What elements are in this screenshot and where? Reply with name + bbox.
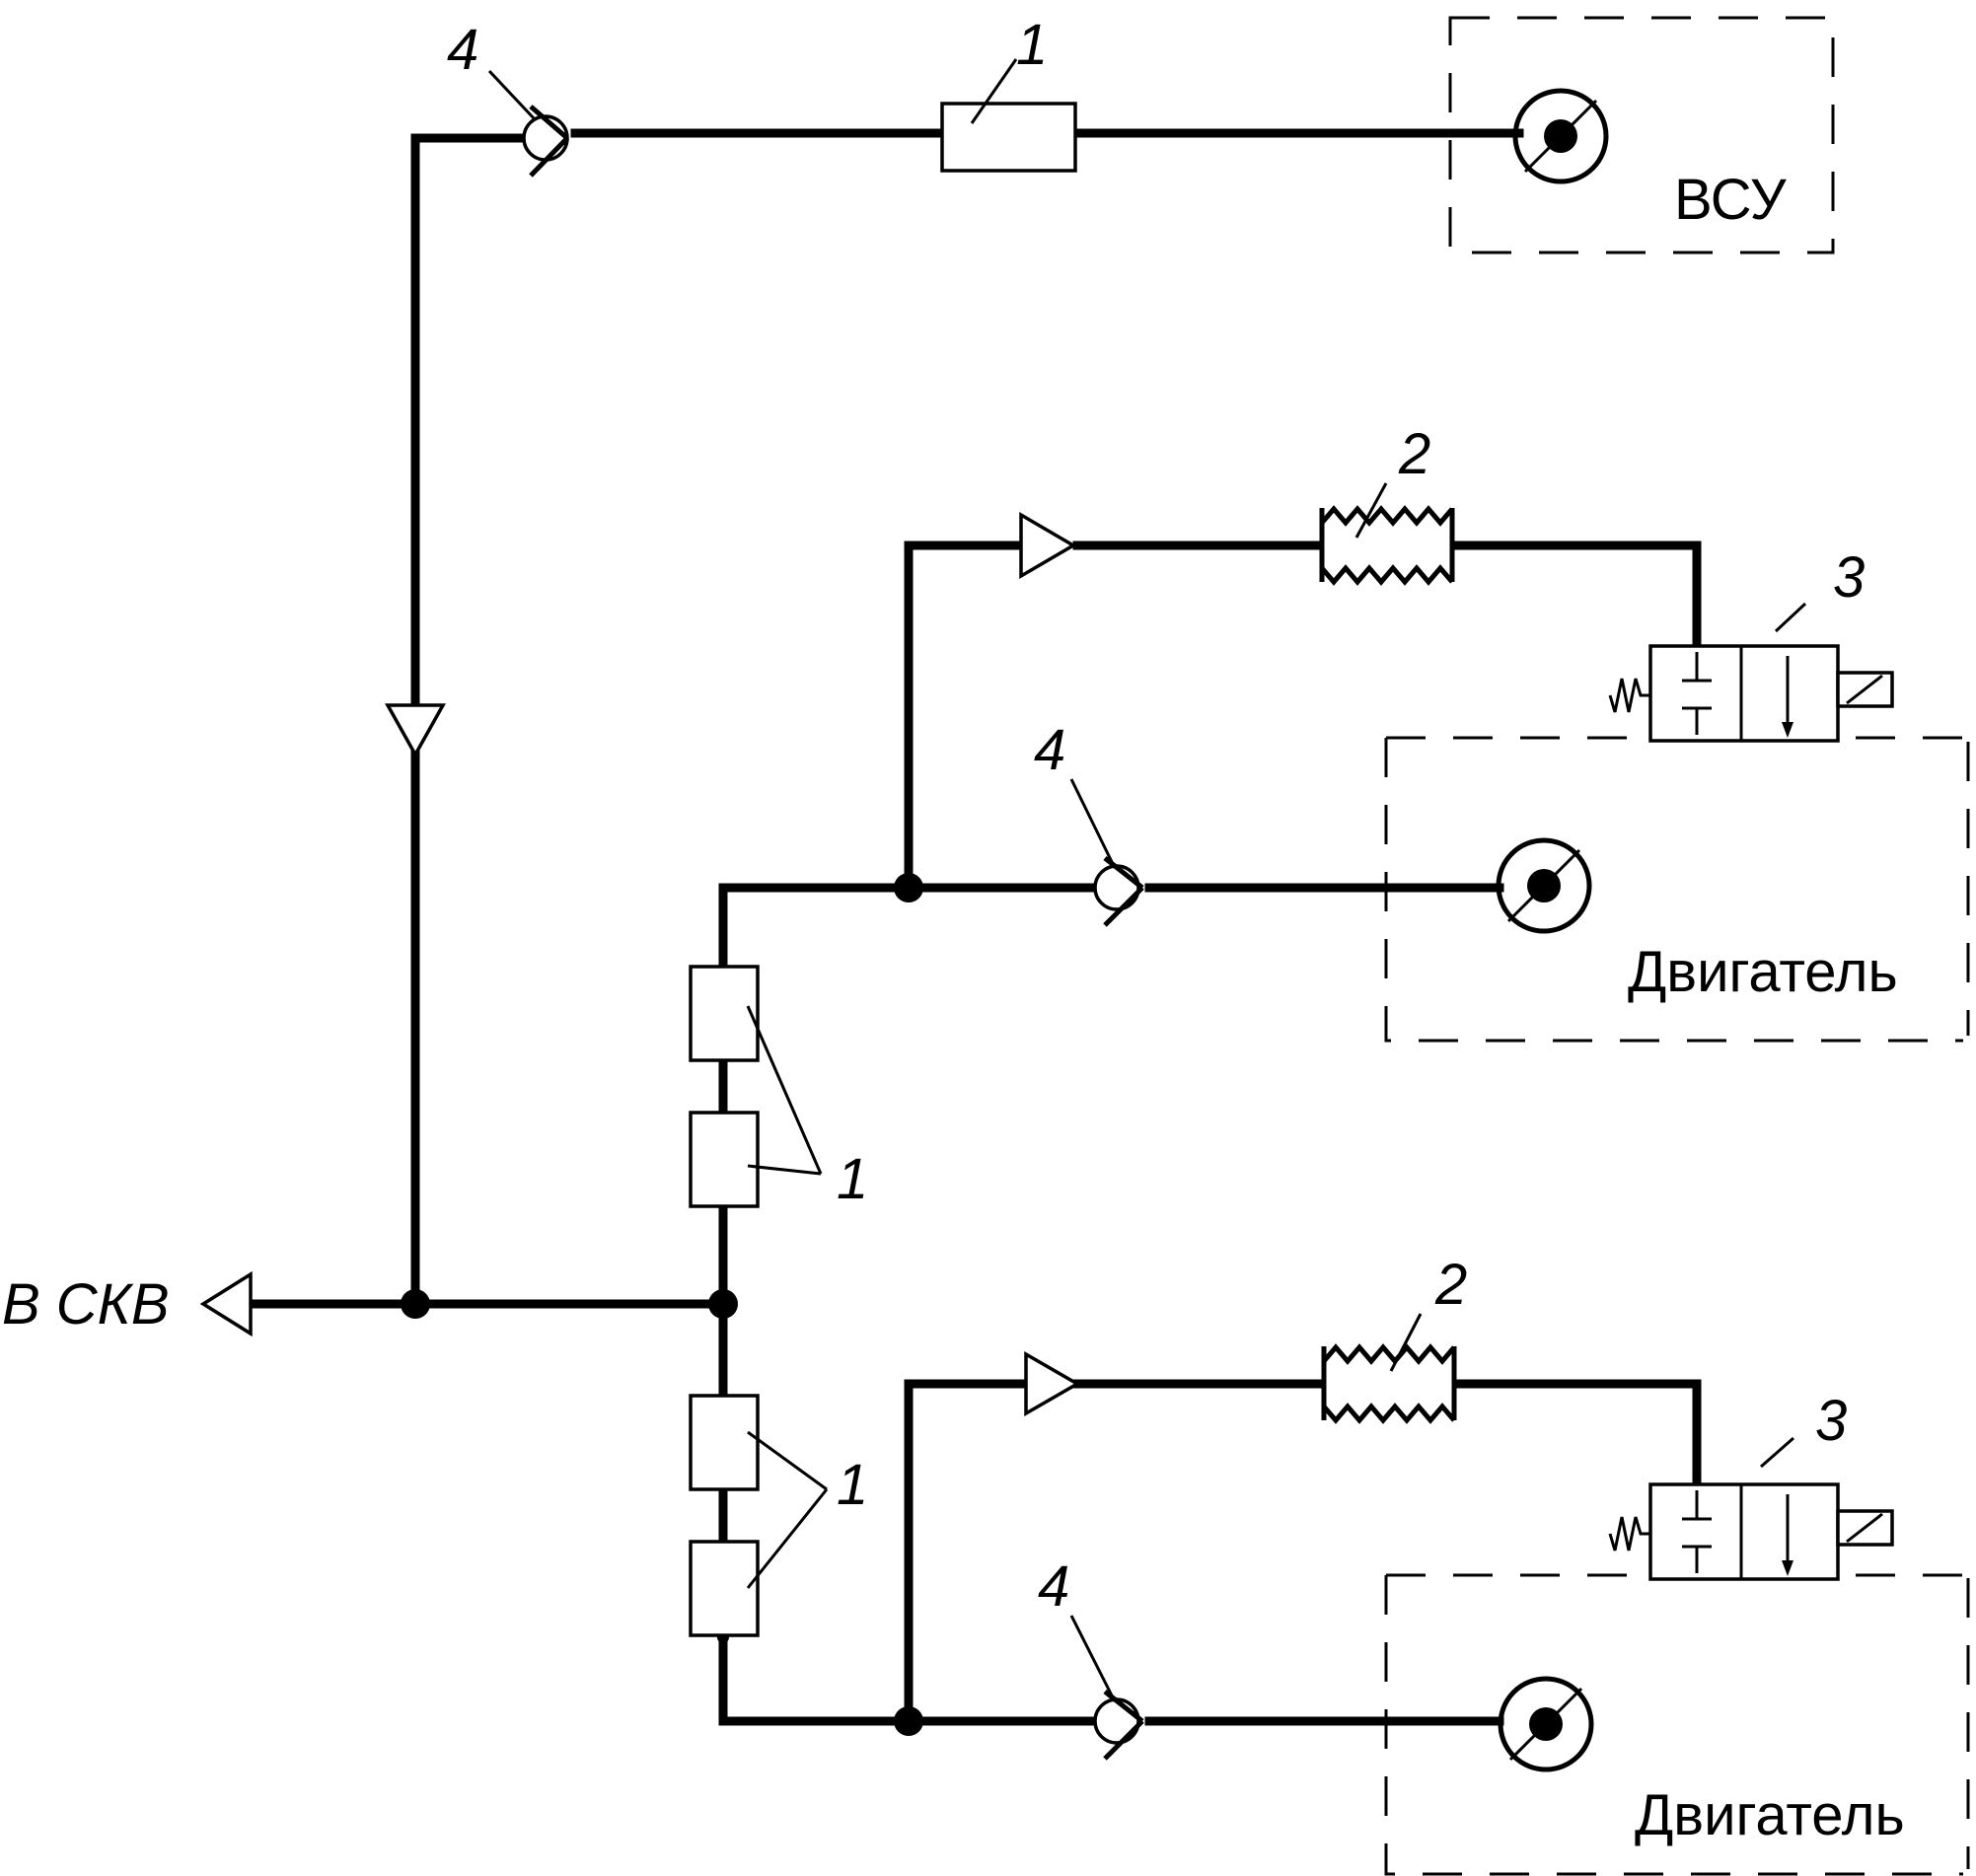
junction-node — [894, 873, 923, 902]
outlet-label: В СКВ — [2, 1272, 170, 1336]
item-number-1: 1 — [837, 1453, 868, 1517]
filter-leader-lines — [746, 58, 1018, 1589]
thin-pipe-segments — [1077, 542, 1317, 1387]
bellows-engine1 — [1319, 482, 1455, 586]
item-number-4: 4 — [1038, 1554, 1069, 1619]
main-pipe-network — [244, 128, 1702, 1726]
check-valve-engine1 — [1069, 778, 1144, 927]
check-valve-apu — [487, 69, 569, 178]
filter-engine2-upper — [689, 1394, 760, 1491]
item-number-3: 3 — [1833, 545, 1865, 610]
flow-arrow-down-icon — [385, 703, 446, 758]
solenoid-valve-engine2 — [1608, 1436, 1894, 1581]
solenoid-valve-engine1 — [1608, 602, 1894, 743]
check-valve-engine2 — [1069, 1615, 1144, 1761]
junction-node — [401, 1289, 430, 1319]
item-number-1: 1 — [1016, 13, 1048, 77]
flow-arrow-right-icon — [1024, 1350, 1081, 1417]
bellows-engine2 — [1321, 1313, 1457, 1424]
engine-zone-2-label: Двигатель — [1635, 1783, 1905, 1847]
item-number-2: 2 — [1434, 1253, 1467, 1317]
junction-node — [708, 1289, 738, 1319]
item-number-4: 4 — [447, 18, 478, 82]
flow-arrow-right-icon — [1019, 511, 1077, 580]
item-number-3: 3 — [1815, 1389, 1847, 1453]
outlet-arrow-icon — [199, 1270, 253, 1337]
engine-zone-1-label: Двигатель — [1628, 940, 1898, 1004]
junction-node — [894, 1706, 923, 1736]
filter-engine1-upper — [689, 965, 760, 1062]
filter-engine1-lower — [689, 1111, 760, 1208]
apu-zone-label: ВСУ — [1674, 168, 1788, 232]
filter-apu — [940, 102, 1077, 173]
air-source-apu-icon — [1512, 88, 1609, 184]
item-number-2: 2 — [1398, 422, 1430, 486]
filter-engine2-lower — [689, 1540, 760, 1637]
apu-zone-boundary — [1448, 16, 1835, 254]
item-number-1: 1 — [837, 1147, 868, 1211]
air-source-engine1-icon — [1496, 837, 1592, 934]
air-source-engine2-icon — [1498, 1676, 1594, 1772]
item-number-4: 4 — [1034, 718, 1065, 782]
